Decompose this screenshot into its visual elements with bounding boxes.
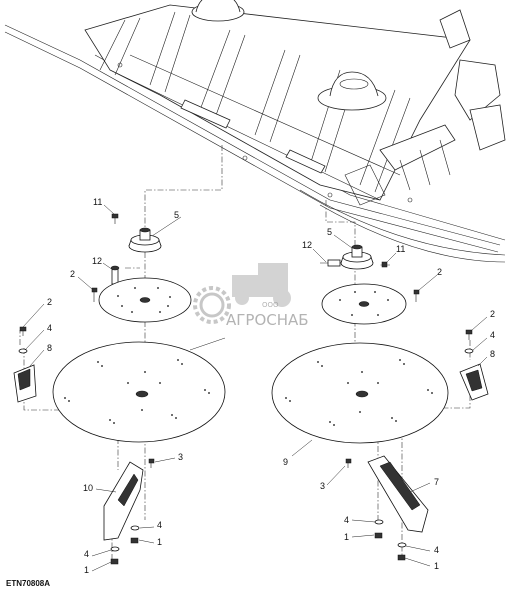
right-bottom-washer-4a [374, 519, 384, 525]
callout-3-left: 3 [178, 452, 183, 462]
watermark: ООО АГРОСНАБ [193, 263, 309, 329]
callout-4-right-bottom-a: 4 [344, 515, 349, 525]
gear-icon [193, 286, 231, 324]
right-plate-bolt-2 [413, 289, 420, 302]
callout-4-right-bottom-b: 4 [434, 545, 439, 555]
right-bottom-nut-1b [397, 554, 406, 561]
callout-4-left-outer: 4 [47, 323, 52, 333]
left-bolt-11 [111, 213, 119, 224]
right-rotor-assembly [271, 244, 489, 561]
callouts: 11 5 12 2 2 4 8 3 10 4 1 4 1 5 12 11 2 2… [47, 197, 495, 575]
watermark-company: АГРОСНАБ [226, 311, 309, 329]
callout-8-left: 8 [47, 343, 52, 353]
right-pin-12 [320, 259, 341, 267]
callout-8-right: 8 [490, 349, 495, 359]
callout-1-right-bottom-a: 1 [344, 532, 349, 542]
watermark-company-small: ООО [262, 301, 279, 309]
left-rotor-assembly [13, 213, 226, 565]
left-bolt-3 [148, 458, 155, 468]
right-bottom-nut-1a [374, 532, 383, 539]
left-knife-holder-8 [13, 364, 37, 403]
callout-4-right-outer: 4 [490, 330, 495, 340]
right-bolt-3 [345, 458, 352, 468]
right-outer-washer-4 [464, 348, 474, 354]
callout-7-right: 7 [434, 477, 439, 487]
callout-5-left: 5 [174, 210, 179, 220]
tractor-icon [232, 263, 291, 307]
right-bolt-11 [381, 261, 388, 268]
callout-3-right: 3 [320, 481, 325, 491]
callout-1-right-bottom-b: 1 [434, 561, 439, 571]
callout-11-right: 11 [396, 244, 405, 254]
left-bottom-washer-4b [110, 546, 120, 552]
callout-4-left-bottom-a: 4 [157, 520, 162, 530]
left-pin-12 [110, 265, 120, 285]
left-knife-holder-10 [103, 461, 144, 541]
callout-10-left: 10 [83, 483, 93, 493]
callout-2-left-outer: 2 [47, 297, 52, 307]
right-outer-bolt-2 [465, 329, 473, 340]
callout-5-right: 5 [327, 227, 332, 237]
left-hub [128, 227, 162, 253]
right-hub [340, 244, 374, 270]
figure-caption: ETN70808A [6, 579, 50, 588]
callout-2-left-plate: 2 [70, 269, 75, 279]
left-bottom-washer-4a [130, 525, 140, 531]
callout-1-left-bottom-a: 1 [157, 537, 162, 547]
left-bottom-nut-1b [110, 558, 119, 565]
left-outer-washer-4 [18, 348, 28, 354]
right-knife-holder-7 [367, 455, 429, 533]
callout-4-left-bottom-b: 4 [84, 549, 89, 559]
callout-12-right: 12 [302, 240, 312, 250]
right-knife-holder-8 [459, 363, 489, 401]
callout-2-right-outer: 2 [490, 309, 495, 319]
callout-12-left: 12 [92, 256, 102, 266]
callout-11-left: 11 [93, 197, 102, 207]
mower-deck-frame [4, 0, 506, 263]
callout-1-left-bottom-b: 1 [84, 565, 89, 575]
left-bottom-nut-1a [130, 537, 139, 544]
left-plate-bolt-2 [91, 287, 98, 302]
callout-9-right: 9 [283, 457, 288, 467]
callout-2-right-plate: 2 [437, 267, 442, 277]
right-bottom-washer-4b [397, 542, 407, 548]
left-outer-bolt-2 [19, 326, 27, 336]
leader-lines [22, 204, 488, 572]
